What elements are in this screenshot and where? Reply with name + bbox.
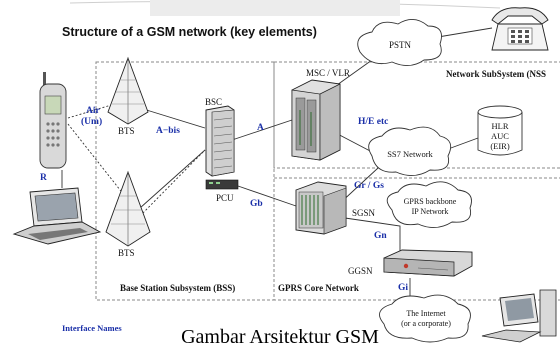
telephone-icon [491,7,549,51]
interface-gb-label: Gb [250,199,263,209]
hlr-database [477,105,523,156]
auc-label: AUC [491,131,509,141]
eir-label: (EIR) [490,141,510,151]
abis-link-top [139,107,206,129]
msc-vlr-label: MSC / VLR [306,68,350,78]
interface-air-label: Air [86,106,101,116]
interface-a-label: A [257,123,264,133]
mobile-phone-icon [39,72,67,169]
header-band [150,0,400,16]
interface-abis-label: A−bis [156,126,180,136]
bts-tower-top [107,56,149,125]
sgsn-label: SGSN [352,208,376,218]
ss7-cloud: SS7 Network [368,126,452,176]
internet-label-2: (or a corporate) [401,319,451,328]
laptop-icon [12,187,102,245]
msc-vlr-rack [291,79,341,161]
interface-gn-label: Gn [374,231,387,241]
figure-caption: Gambar Arsitektur GSM [181,326,379,348]
pstn-label: PSTN [389,40,412,50]
interface-um-label: (Um) [81,116,102,127]
a-link [231,119,293,141]
bts-bottom-label: BTS [118,248,135,258]
bsc-cabinet [205,105,235,177]
interface-he-label: H/E etc [358,117,388,127]
nss-region-label: Network SubSystem (NSS [446,69,546,79]
gprs-backbone-cloud: GPRS backbone IP Network [386,181,472,228]
interface-names-legend: Interface Names [62,323,122,333]
gprs-backbone-label-1: GPRS backbone [404,197,457,206]
pcu-label: PCU [216,193,234,203]
bts-tower-bottom [105,170,151,247]
ggsn-router [383,249,473,277]
diagram-title: Structure of a GSM network (key elements… [62,25,317,39]
interface-r-label: R [40,173,47,183]
ggsn-label: GGSN [348,266,373,276]
bsc-label: BSC [205,97,222,107]
bts-top-label: BTS [118,126,135,136]
gb-link [237,185,297,207]
abis-link-bottom-2 [139,149,206,217]
air-link-bottom [67,123,129,201]
gprs-region-label: GPRS Core Network [278,283,359,293]
ss7-label: SS7 Network [387,149,433,159]
internet-label-1: The Internet [406,309,446,318]
internet-cloud: The Internet (or a corporate) [379,294,471,343]
bss-region-label: Base Station Subsystem (BSS) [120,283,235,293]
desktop-computer-icon [481,289,557,343]
hlr-label: HLR [492,121,509,131]
sgsn-rack [295,181,347,235]
sgsn-ggsn-link [344,217,401,258]
interface-gi-label: Gi [398,283,408,293]
gprs-backbone-label-2: IP Network [412,207,449,216]
interface-gr-gs-label: Gr / Gs [354,181,384,191]
abis-link-bottom [139,149,206,209]
pcu-unit [205,179,239,190]
pstn-cloud: PSTN [357,19,442,66]
